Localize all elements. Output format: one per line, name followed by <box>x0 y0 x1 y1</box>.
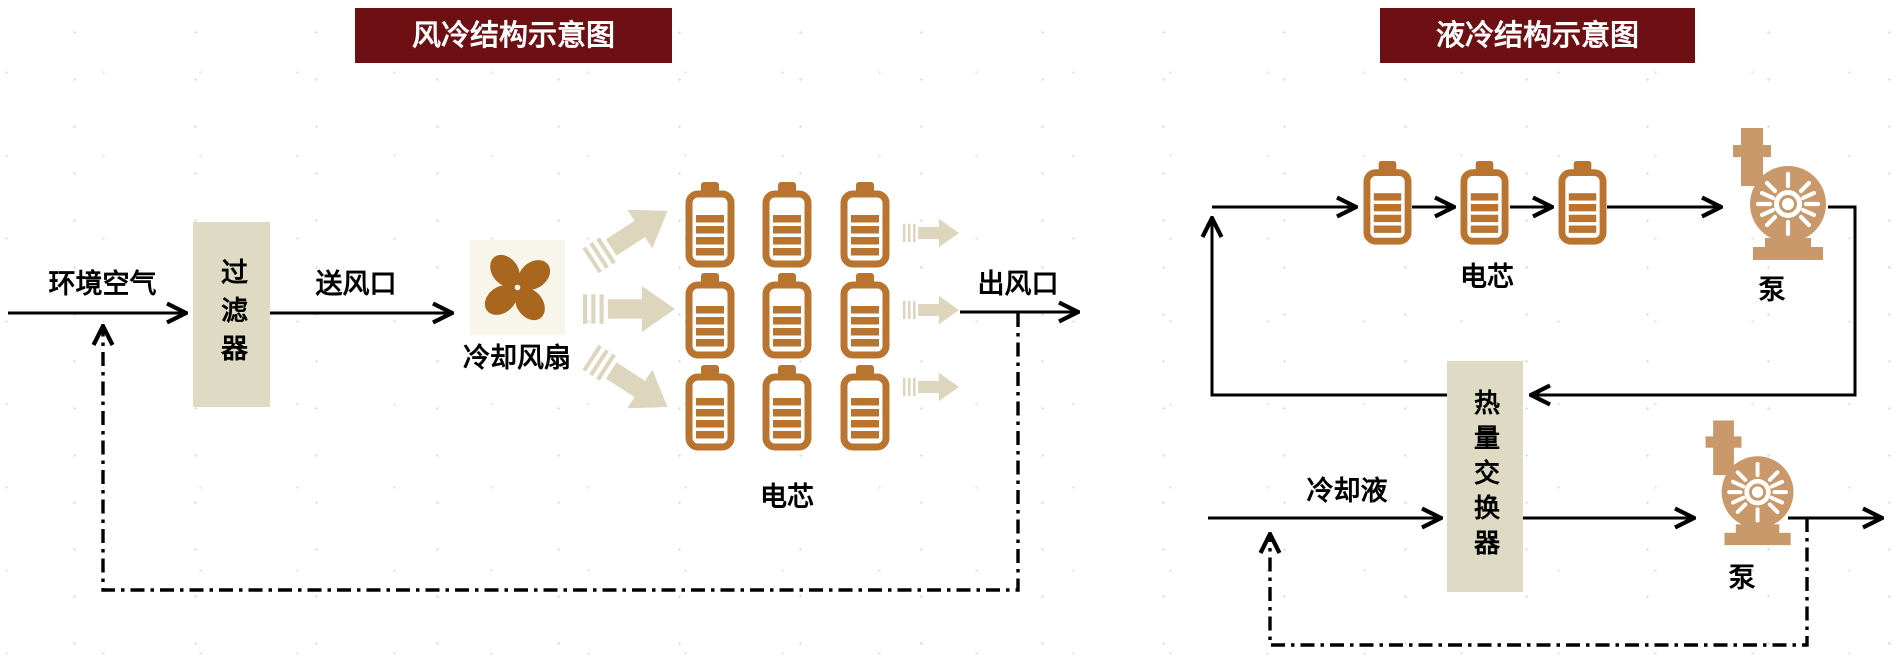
pump-bottom-label: 泵 <box>1728 563 1756 594</box>
battery-icon <box>1460 160 1509 246</box>
liquid-cooling-title: 液冷结构示意图 <box>1380 8 1695 63</box>
cell-label: 电芯 <box>1460 262 1514 293</box>
battery-icon <box>1363 160 1412 246</box>
heat-exchanger-box: 热量交换器 <box>1447 361 1523 592</box>
pump-icon <box>1725 128 1835 268</box>
air-outlet-label: 出风口 <box>977 269 1059 300</box>
ambient-air-label: 环境空气 <box>48 269 157 300</box>
pump-top-label: 泵 <box>1758 275 1786 306</box>
pump-icon <box>1698 420 1802 553</box>
heat-exchanger-label: 热量交换器 <box>1469 389 1500 564</box>
air-cooling-title: 风冷结构示意图 <box>355 8 672 63</box>
battery-icon <box>1558 160 1607 246</box>
coolant-label: 冷却液 <box>1306 476 1388 507</box>
air-inlet-label: 送风口 <box>315 269 397 300</box>
